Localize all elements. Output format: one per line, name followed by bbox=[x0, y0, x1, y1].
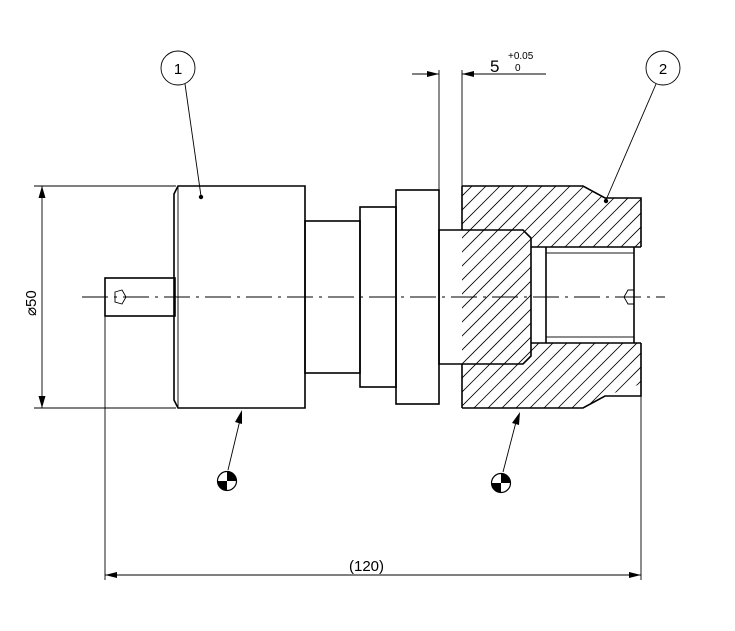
hatch-line bbox=[462, 186, 535, 408]
hatch-line bbox=[531, 186, 641, 408]
hatch-line bbox=[140, 180, 380, 420]
hatch-line bbox=[644, 180, 735, 420]
part-1-body bbox=[104, 185, 532, 409]
diameter-dimension: ⌀50 bbox=[23, 185, 176, 409]
hatch-line bbox=[573, 186, 641, 408]
hatch-line bbox=[587, 186, 641, 408]
gap-dimension: 5 +0.05 0 bbox=[412, 51, 546, 190]
hatch-line bbox=[196, 180, 436, 420]
hatch-line bbox=[210, 180, 450, 420]
hatch-line bbox=[462, 186, 465, 408]
hatch-line bbox=[462, 186, 633, 408]
gap-upper-tolerance: +0.05 bbox=[508, 51, 534, 62]
hatch-line bbox=[658, 180, 735, 420]
hatch-line bbox=[545, 186, 641, 408]
hatch-line bbox=[462, 186, 563, 408]
hatch-line bbox=[462, 186, 605, 408]
svg-text:⌀50: ⌀50 bbox=[23, 290, 40, 316]
balloon-2: 2 bbox=[603, 50, 681, 204]
hatch-line bbox=[168, 180, 408, 420]
hatch-line bbox=[462, 186, 507, 408]
hatch-line bbox=[462, 186, 591, 408]
center-of-gravity-icon bbox=[490, 407, 530, 494]
overall-dimension: (120) bbox=[104, 316, 642, 580]
gap-lower-tolerance: 0 bbox=[515, 63, 521, 74]
diameter-value: 50 bbox=[23, 290, 40, 307]
balloon-1: 1 bbox=[160, 50, 204, 200]
hatch-line bbox=[517, 186, 641, 408]
gap-value: 5 bbox=[490, 57, 499, 76]
diameter-symbol: ⌀ bbox=[23, 307, 40, 316]
hatch-line bbox=[503, 186, 641, 408]
hatch-line bbox=[629, 186, 641, 408]
hatch-line bbox=[462, 186, 549, 408]
hatch-line bbox=[462, 186, 493, 408]
hatch-line bbox=[559, 186, 641, 408]
overall-length-text: (120) bbox=[349, 558, 384, 575]
balloon-1-label: 1 bbox=[174, 61, 182, 78]
hatch-line bbox=[462, 186, 521, 408]
balloon-2-label: 2 bbox=[659, 61, 667, 78]
hatch-line bbox=[601, 186, 641, 408]
hatch-line bbox=[462, 186, 619, 408]
hatch-line bbox=[154, 180, 394, 420]
center-of-gravity-icon bbox=[216, 407, 248, 492]
hatch-line bbox=[462, 186, 577, 408]
part-2-body bbox=[140, 180, 735, 420]
hatch-line bbox=[182, 180, 422, 420]
hatch-line bbox=[462, 186, 641, 408]
hatch-line bbox=[462, 186, 479, 408]
section-hatching bbox=[140, 180, 735, 420]
